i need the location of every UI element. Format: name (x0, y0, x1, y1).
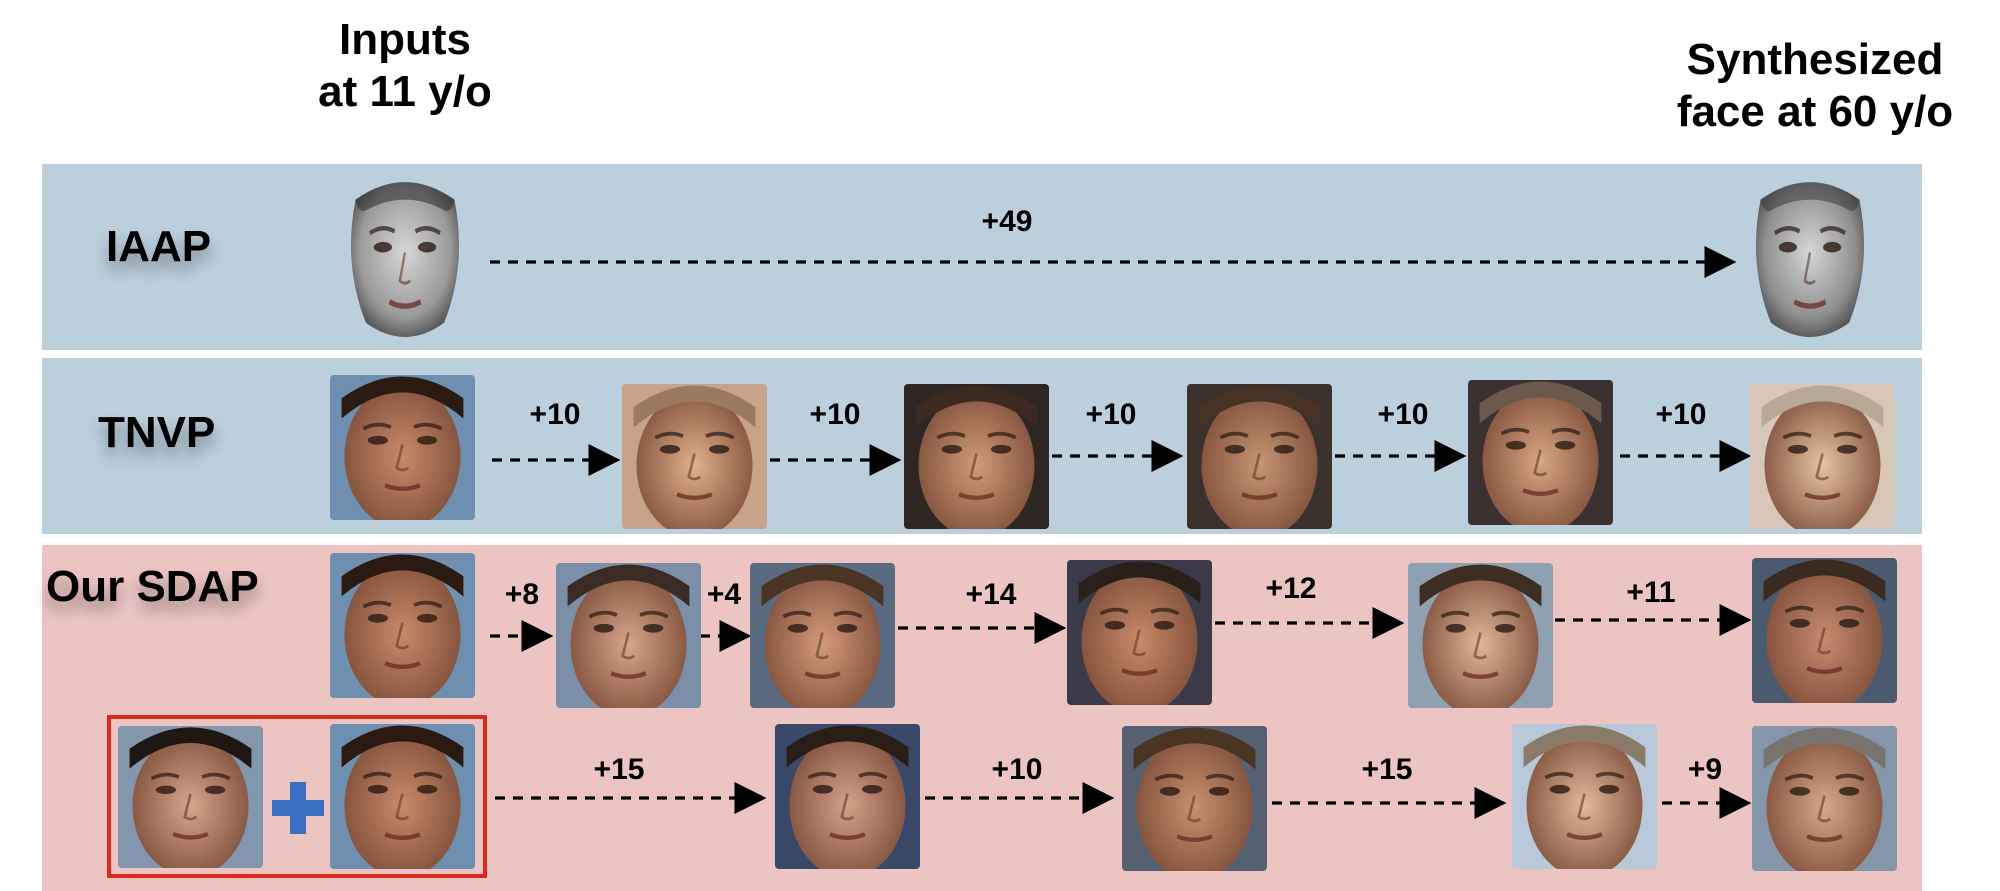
method-label-iaap: IAAP (106, 222, 212, 271)
step-label: +4 (706, 578, 742, 611)
output-header: Synthesized face at 60 y/o (1640, 34, 1990, 138)
method-label-tnvp: TNVP (98, 408, 216, 457)
step-label: +9 (1687, 753, 1723, 786)
face-sdap2-4 (1752, 726, 1897, 871)
face-tnvp-3 (1187, 384, 1332, 529)
step-label: +10 (1377, 398, 1429, 431)
face-sdap2-2 (1122, 726, 1267, 871)
step-label: +15 (1361, 753, 1413, 786)
face-tnvp-0 (330, 375, 475, 520)
face-tnvp-2 (904, 384, 1049, 529)
face-tnvp-5 (1750, 384, 1895, 529)
step-label: +10 (1085, 398, 1137, 431)
inputs-header: Inputs at 11 y/o (260, 14, 550, 118)
step-label: +49 (981, 205, 1033, 238)
face-tnvp-4 (1468, 380, 1613, 525)
inputs-header-line2: at 11 y/o (318, 67, 492, 116)
output-header-line1: Synthesized (1686, 35, 1944, 84)
face-sdap1-0 (330, 553, 475, 698)
face-sdap1-3 (1067, 560, 1212, 705)
method-label-sdap: Our SDAP (46, 562, 259, 611)
step-label: +15 (593, 753, 645, 786)
step-label: +10 (809, 398, 861, 431)
output-header-line2: face at 60 y/o (1676, 87, 1954, 136)
face-sdap2-in-a (118, 726, 263, 868)
step-label: +11 (1626, 576, 1676, 609)
step-label: +10 (1655, 398, 1707, 431)
face-iaap-output (1745, 168, 1875, 344)
step-label: +10 (991, 753, 1043, 786)
step-label: +10 (529, 398, 581, 431)
face-tnvp-1 (622, 384, 767, 529)
face-sdap1-4 (1408, 563, 1553, 708)
plus-icon (272, 782, 324, 834)
step-label: +14 (965, 578, 1017, 611)
face-sdap2-in-b (330, 724, 475, 869)
face-iaap-input (340, 168, 470, 344)
face-sdap2-3 (1512, 724, 1657, 869)
inputs-header-line1: Inputs (339, 15, 471, 64)
face-sdap1-2 (750, 563, 895, 708)
step-label: +8 (504, 578, 540, 611)
face-sdap1-5 (1752, 558, 1897, 703)
face-sdap2-1 (775, 724, 920, 869)
input-pair-highlight (107, 715, 487, 878)
face-sdap1-1 (556, 563, 701, 708)
step-label: +12 (1265, 572, 1317, 605)
